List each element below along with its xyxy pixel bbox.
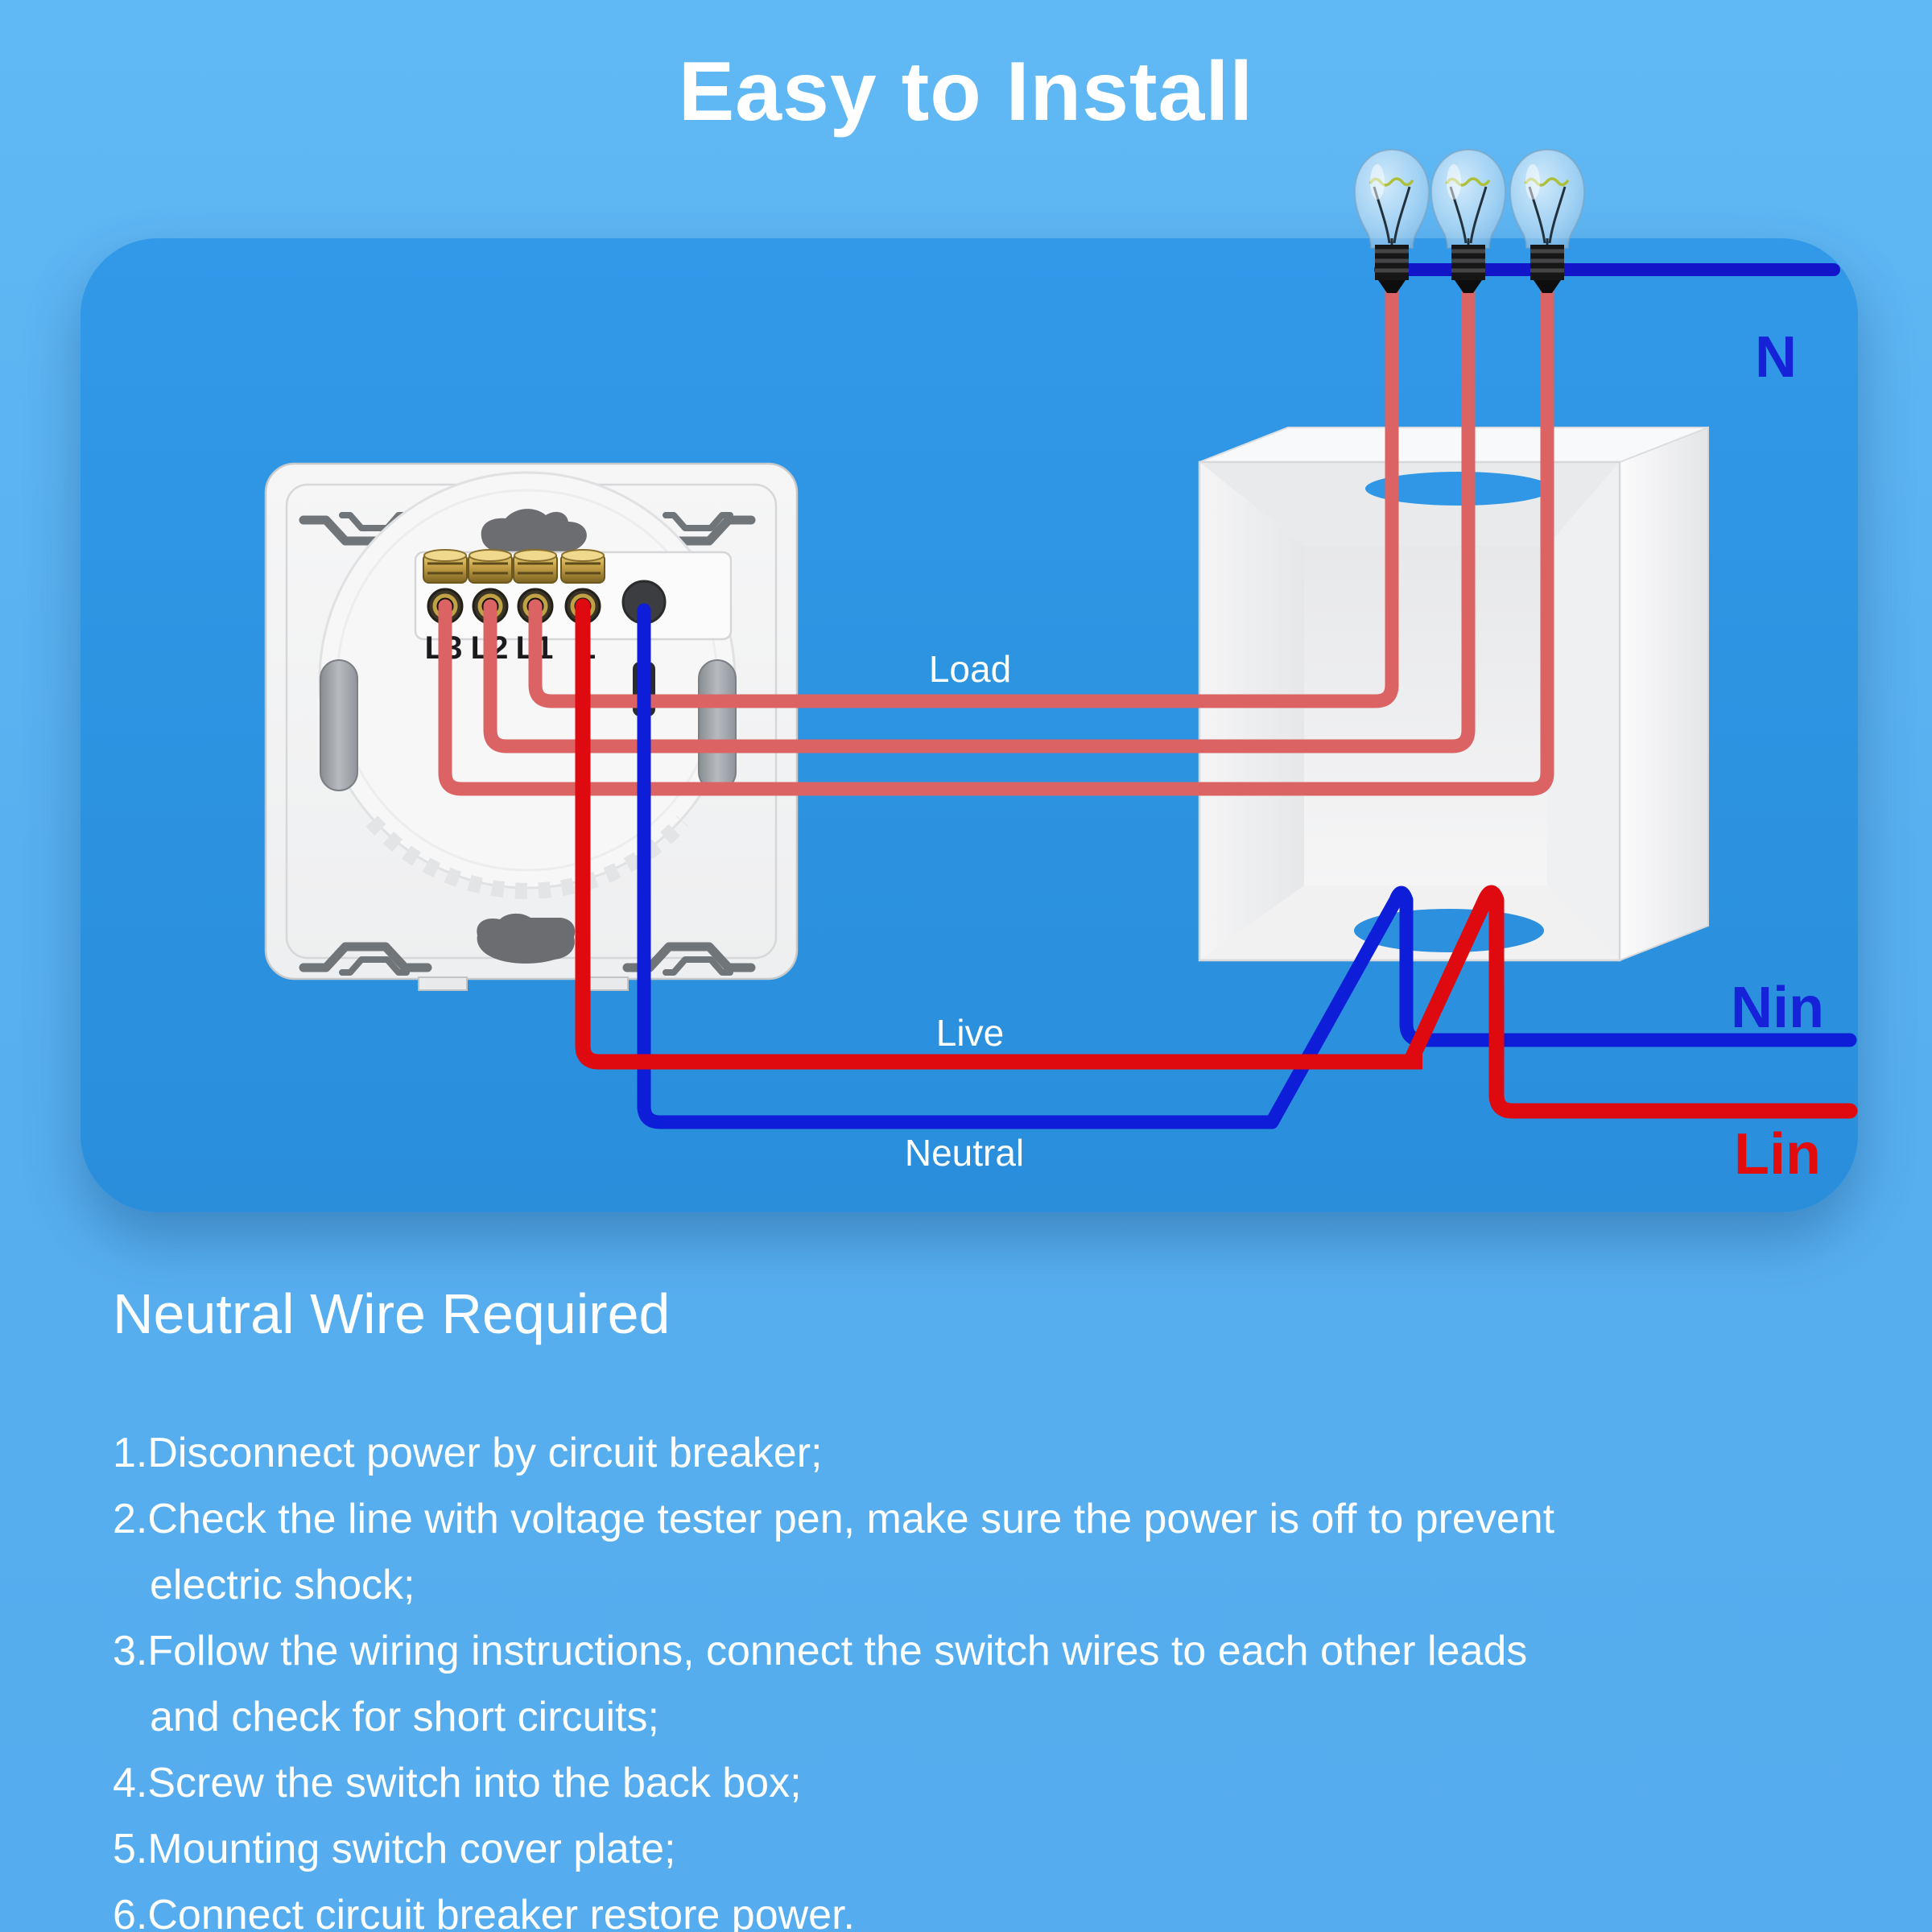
plate-right-pill (698, 659, 737, 791)
instruction-line: 1.Disconnect power by circuit breaker; (113, 1430, 823, 1476)
box-right-wall (1547, 462, 1620, 960)
instruction-line: 4.Screw the switch into the back box; (113, 1760, 802, 1806)
instruction-line: electric shock; (150, 1562, 415, 1608)
plate-bottom-tab-left (418, 976, 468, 991)
screw-l2-icon (468, 549, 513, 584)
socket-threads (1530, 249, 1564, 273)
nin-label: Nin (1731, 976, 1824, 1040)
terminal-screws (423, 549, 605, 584)
neutral-label: Neutral (905, 1132, 1024, 1174)
socket-threads (1451, 249, 1485, 273)
clip-bottom-right-inner-icon (663, 956, 733, 976)
page-title: Easy to Install (678, 45, 1254, 138)
plate-bottom-cutout (477, 913, 576, 964)
load-wire-l3 (438, 276, 1554, 796)
clip-bottom-left-inner-icon (339, 956, 410, 976)
plate-top-cutout (481, 509, 587, 556)
bulb-socket-tip (1378, 280, 1406, 293)
load-wire-l2 (483, 276, 1476, 753)
box-side-face (1619, 426, 1709, 962)
bulb-socket-tip (1455, 280, 1482, 293)
light-bulb-2 (1430, 148, 1507, 293)
instruction-line: 3.Follow the wiring instructions, connec… (113, 1628, 1528, 1674)
load-label: Load (929, 648, 1011, 690)
neutral-wire (637, 603, 1857, 1129)
instruction-line: 2.Check the line with voltage tester pen… (113, 1496, 1555, 1542)
live-label: Live (936, 1012, 1004, 1054)
instruction-line: and check for short circuits; (150, 1694, 659, 1740)
lin-label: Lin (1734, 1122, 1821, 1187)
light-bulbs (1353, 148, 1586, 293)
screw-l1-icon (513, 549, 558, 584)
socket-threads (1375, 249, 1409, 273)
bulb-glass-icon (1430, 148, 1507, 249)
box-top-face (1199, 427, 1709, 463)
box-back-wall (1304, 546, 1547, 886)
screw-l3-icon (423, 549, 468, 584)
light-bulb-1 (1353, 148, 1430, 293)
bulb-glass-highlight (1525, 164, 1540, 200)
module-gear-teeth (365, 815, 689, 899)
box-top-hole (1365, 472, 1552, 506)
bulb-socket-tip (1534, 280, 1561, 293)
n-bus-label: N (1755, 325, 1797, 390)
bulb-glass-icon (1353, 148, 1430, 249)
switch-back-plate: L3 L2 L1 L (264, 462, 799, 991)
load-wire-l1 (528, 276, 1399, 708)
back-box (1198, 426, 1709, 962)
box-left-wall (1199, 462, 1304, 960)
clip-bottom-left-icon (299, 942, 432, 972)
instruction-line: 6.Connect circuit breaker restore power. (113, 1892, 855, 1932)
instruction-line: 5.Mounting switch cover plate; (113, 1826, 676, 1872)
bulb-glass-highlight (1370, 164, 1385, 200)
instructions-list: 1.Disconnect power by circuit breaker; 2.… (113, 1420, 1843, 1932)
bulb-glass-icon (1509, 148, 1586, 249)
clip-top-right-inner-icon (663, 512, 733, 531)
instructions-heading: Neutral Wire Required (113, 1282, 671, 1345)
instructions-section: Neutral Wire Required 1.Disconnect power… (113, 1282, 1843, 1932)
live-wire (575, 598, 1858, 1119)
plate-left-pill (320, 659, 358, 791)
bulb-glass-highlight (1447, 164, 1461, 200)
screw-l-icon (560, 549, 605, 584)
light-bulb-3 (1509, 148, 1586, 293)
